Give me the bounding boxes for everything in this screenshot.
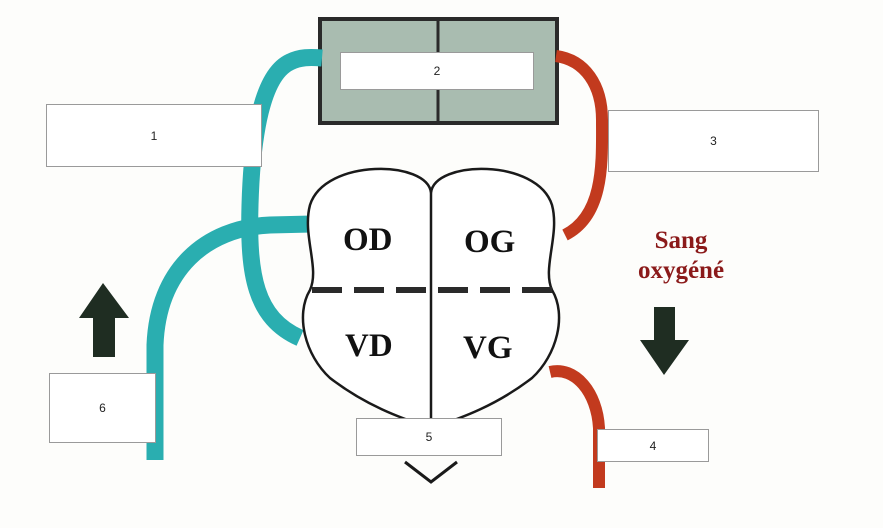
label-box-5[interactable]: 5: [356, 418, 502, 456]
aorta-vessel: [548, 365, 605, 488]
up-arrow-icon: [79, 283, 129, 357]
label-box-6[interactable]: 6: [49, 373, 156, 443]
label-4-number: 4: [649, 438, 657, 453]
label-2-number: 2: [433, 64, 441, 78]
vena-cava-vessel: [146, 215, 313, 460]
label-1-number: 1: [150, 128, 158, 143]
label-box-1[interactable]: 1: [46, 104, 262, 167]
pulmonary-vein-vessel: [554, 50, 609, 241]
down-arrow-icon: [640, 307, 689, 375]
label-6-number: 6: [99, 401, 106, 415]
label-3-number: 3: [710, 134, 717, 148]
label-box-3[interactable]: 3: [608, 110, 819, 172]
oxygenated-blood-annotation: Sang oxygéné: [608, 226, 754, 286]
chamber-vg: VG: [463, 330, 513, 366]
label-box-2[interactable]: 2: [340, 52, 534, 90]
label-box-4[interactable]: 4: [597, 429, 709, 462]
chamber-vd: VD: [345, 328, 393, 364]
sang-line-1: Sang: [654, 227, 708, 254]
label-5-number: 5: [425, 430, 433, 444]
down-chevron-icon: [404, 460, 458, 484]
chamber-od: OD: [343, 222, 393, 258]
chamber-og: OG: [464, 224, 516, 260]
sang-line-2: oxygéné: [637, 257, 725, 284]
